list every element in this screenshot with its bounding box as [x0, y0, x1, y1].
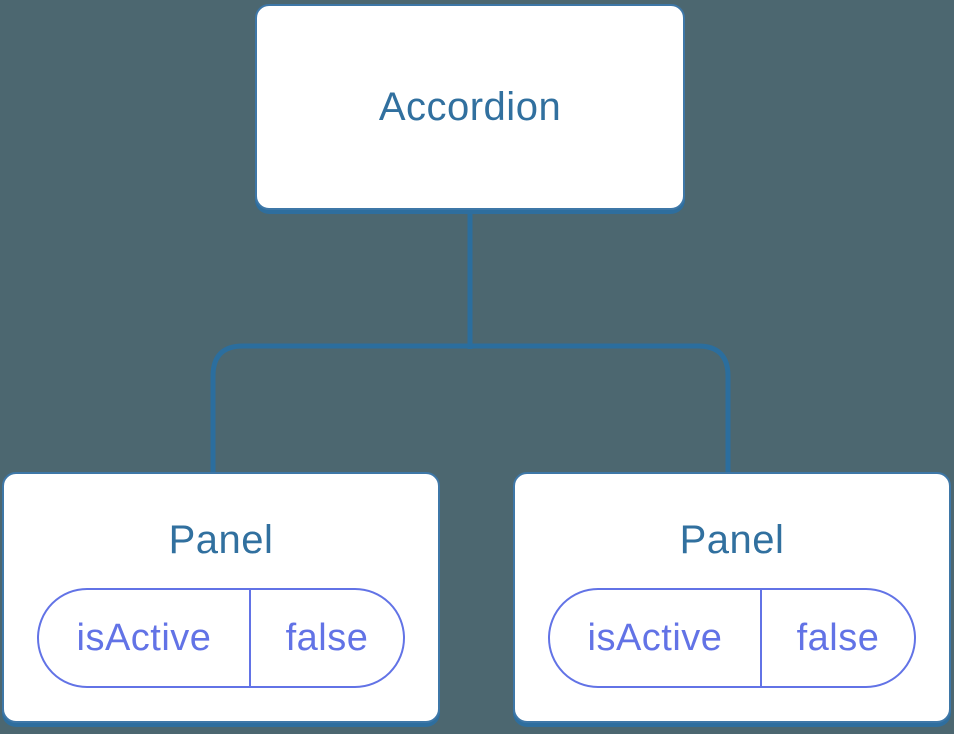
child-node-panel-1: Panel isActive false — [2, 472, 440, 723]
panel-1-prop-value: false — [248, 590, 403, 686]
panel-1-state-pill: isActive false — [37, 588, 405, 688]
panel-2-prop-name: isActive — [587, 616, 723, 659]
panel-2-label: Panel — [679, 518, 785, 562]
root-node-label: Accordion — [378, 84, 562, 129]
panel-1-label: Panel — [168, 518, 274, 562]
panel-2-prop-value: false — [759, 590, 914, 686]
child-node-panel-2: Panel isActive false — [513, 472, 951, 723]
root-node-accordion: Accordion — [255, 4, 685, 210]
panel-1-prop-name: isActive — [76, 616, 212, 659]
panel-2-state-pill: isActive false — [548, 588, 916, 688]
connector-branch-line — [210, 343, 731, 472]
